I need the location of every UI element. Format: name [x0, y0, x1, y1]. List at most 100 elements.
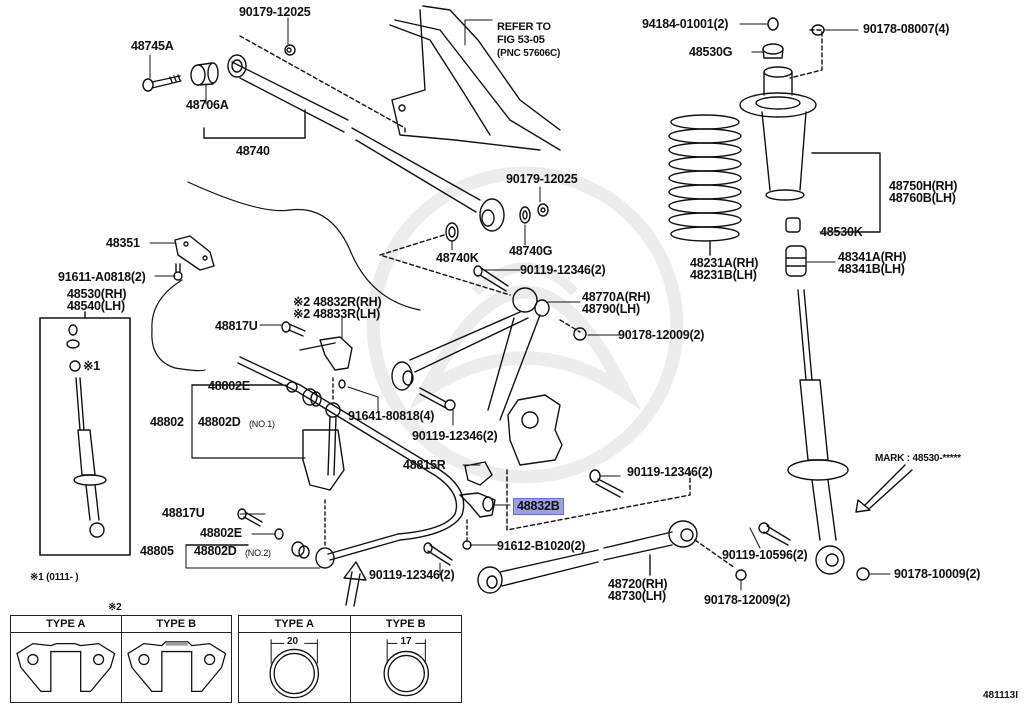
bracket-type-table: TYPE A TYPE B [10, 615, 232, 703]
part-label-48832R[interactable]: ※2 48832R(RH) [293, 295, 382, 309]
part-label-48805[interactable]: 48805 [140, 544, 174, 558]
part-label-90119-12346-b[interactable]: 90119-12346(2) [412, 429, 498, 443]
part-label-48817U-a[interactable]: 48817U [215, 319, 258, 333]
part-label-48740K[interactable]: 48740K [436, 251, 479, 265]
bushing-type-a-icon [269, 639, 320, 699]
bolt-91641 [338, 379, 346, 389]
washer-48740G [519, 206, 531, 224]
bushing-type-b-icon [382, 639, 429, 697]
reference-note: REFER TO FIG 53-05 (PNC 57606C) [497, 21, 560, 60]
nut-90179-mid [537, 203, 549, 217]
part-label-90119-12346-d[interactable]: 90119-12346(2) [369, 568, 455, 582]
part-label-48341B[interactable]: 48341B(LH) [838, 262, 905, 276]
bracket-48832B [459, 492, 496, 518]
bracket-type-b-header: TYPE B [121, 616, 231, 633]
part-label-48750H[interactable]: 48750H(RH) [889, 179, 958, 193]
part-label-91611-A0818[interactable]: 91611-A0818(2) [58, 270, 146, 284]
shock-absorber-48530 [787, 289, 849, 575]
body-outline [187, 181, 421, 311]
bracket-type-b-icon [126, 640, 226, 693]
part-label-48802D-a[interactable]: 48802D [198, 415, 241, 429]
bracket-48351 [174, 235, 215, 271]
part-label-94184-01001[interactable]: 94184-01001(2) [642, 17, 729, 31]
part-label-90178-10009[interactable]: 90178-10009(2) [894, 567, 981, 581]
part-label-48341A[interactable]: 48341A(RH) [838, 250, 907, 264]
bushing-type-a-header: TYPE A [239, 616, 350, 633]
part-label-48706A[interactable]: 48706A [186, 98, 229, 112]
part-label-48540[interactable]: 48540(LH) [67, 299, 125, 313]
part-label-48802[interactable]: 48802 [150, 415, 184, 429]
bushing-48706A [190, 62, 219, 86]
part-label-90178-08007[interactable]: 90178-08007(4) [863, 22, 950, 36]
part-label-48802D-b[interactable]: 48802D [194, 544, 237, 558]
nut-90178-12009-a [573, 327, 587, 341]
bracket-type-a-icon [16, 642, 116, 693]
view-arrow-icon [343, 561, 367, 607]
part-label-90179-12025-mid[interactable]: 90179-12025 [506, 172, 578, 186]
part-label-48351[interactable]: 48351 [106, 236, 140, 250]
inset-shock-box [39, 311, 131, 556]
part-label-48530[interactable]: 48530(RH) [67, 287, 127, 301]
part-label-91612-B1020[interactable]: 91612-B1020(2) [497, 539, 586, 553]
bushing-type-b-header: TYPE B [350, 616, 461, 633]
part-label-48802E-b[interactable]: 48802E [200, 526, 242, 540]
nut-48802E-b [274, 528, 284, 540]
bushing-48815R [464, 461, 493, 486]
nut-90178-10009 [856, 567, 870, 581]
bracket-table-note: ※2 [108, 602, 122, 613]
part-label-48832B-highlighted[interactable]: 48832B [513, 498, 564, 515]
bushing-type-b: TYPE B 17 [350, 616, 461, 702]
part-label-48833R[interactable]: ※2 48833R(LH) [293, 307, 381, 321]
part-label-48745A[interactable]: 48745A [131, 39, 174, 53]
lower-arm-48720 [477, 520, 698, 594]
upper-control-arm-48740 [203, 54, 505, 232]
part-label-90178-12009-b[interactable]: 90178-12009(2) [704, 593, 791, 607]
part-label-90119-12346-a[interactable]: 90119-12346(2) [520, 263, 606, 277]
part-label-90119-10596[interactable]: 90119-10596(2) [722, 548, 808, 562]
part-label-48817U-b[interactable]: 48817U [162, 506, 205, 520]
part-label-90179-12025-top[interactable]: 90179-12025 [239, 5, 311, 19]
nut-90178-12009-b [735, 569, 747, 581]
bushing-type-b-dimension: 17 [400, 636, 412, 647]
part-label-48740[interactable]: 48740 [236, 144, 270, 158]
part-label-48750H-48760B: 48750H(RH) 48760B(LH) [889, 179, 958, 205]
reference-line-2[interactable]: FIG 53-05 [497, 34, 545, 46]
part-label-90178-12009-a[interactable]: 90178-12009(2) [618, 328, 705, 342]
washer-48740K [445, 222, 459, 242]
watermark-emblem-icon [366, 166, 684, 484]
footnote-1: ※1 (0111- ) [30, 572, 79, 583]
label-no1: (NO.1) [249, 419, 275, 429]
part-label-48231A-48231B: 48231A(RH) 48231B(LH) [690, 256, 759, 282]
part-label-90119-12346-c[interactable]: 90119-12346(2) [627, 465, 713, 479]
part-label-48231B[interactable]: 48231B(LH) [690, 268, 757, 282]
part-label-48770A[interactable]: 48770A(RH) [582, 290, 651, 304]
bolt-90119-a [473, 265, 509, 292]
bushing-48802D-no1 [302, 388, 322, 407]
part-label-48530K[interactable]: 48530K [820, 225, 863, 239]
stabilizer-bar [237, 356, 465, 561]
part-label-48802E-a[interactable]: 48802E [208, 379, 250, 393]
part-label-48815R[interactable]: 48815R [403, 458, 446, 472]
reference-line-1: REFER TO [497, 21, 551, 33]
part-label-48770A-48790: 48770A(RH) 48790(LH) [582, 290, 651, 316]
part-label-48720[interactable]: 48720(RH) [608, 577, 668, 591]
part-label-48832R-48833R: ※2 48832R(RH) ※2 48833R(LH) [293, 295, 382, 321]
part-label-48530G[interactable]: 48530G [689, 45, 733, 59]
knuckle [507, 394, 563, 466]
part-label-48740G[interactable]: 48740G [509, 244, 553, 258]
part-label-48231A[interactable]: 48231A(RH) [690, 256, 759, 270]
part-label-48530-48540: 48530(RH) 48540(LH) [67, 287, 127, 313]
bolt-91611 [173, 263, 183, 281]
part-label-91641-80818[interactable]: 91641-80818(4) [348, 409, 435, 423]
label-no2: (NO.2) [245, 548, 271, 558]
bushing-48802D-no2 [291, 541, 310, 559]
bracket-type-b: TYPE B [121, 616, 231, 702]
bolt-48817U-b [237, 508, 263, 527]
bracket-type-a-header: TYPE A [11, 616, 121, 633]
part-label-48730[interactable]: 48730(LH) [608, 589, 666, 603]
part-label-48760B[interactable]: 48760B(LH) [889, 191, 956, 205]
bolt-48817U-a [281, 321, 306, 337]
part-label-48790[interactable]: 48790(LH) [582, 302, 640, 316]
